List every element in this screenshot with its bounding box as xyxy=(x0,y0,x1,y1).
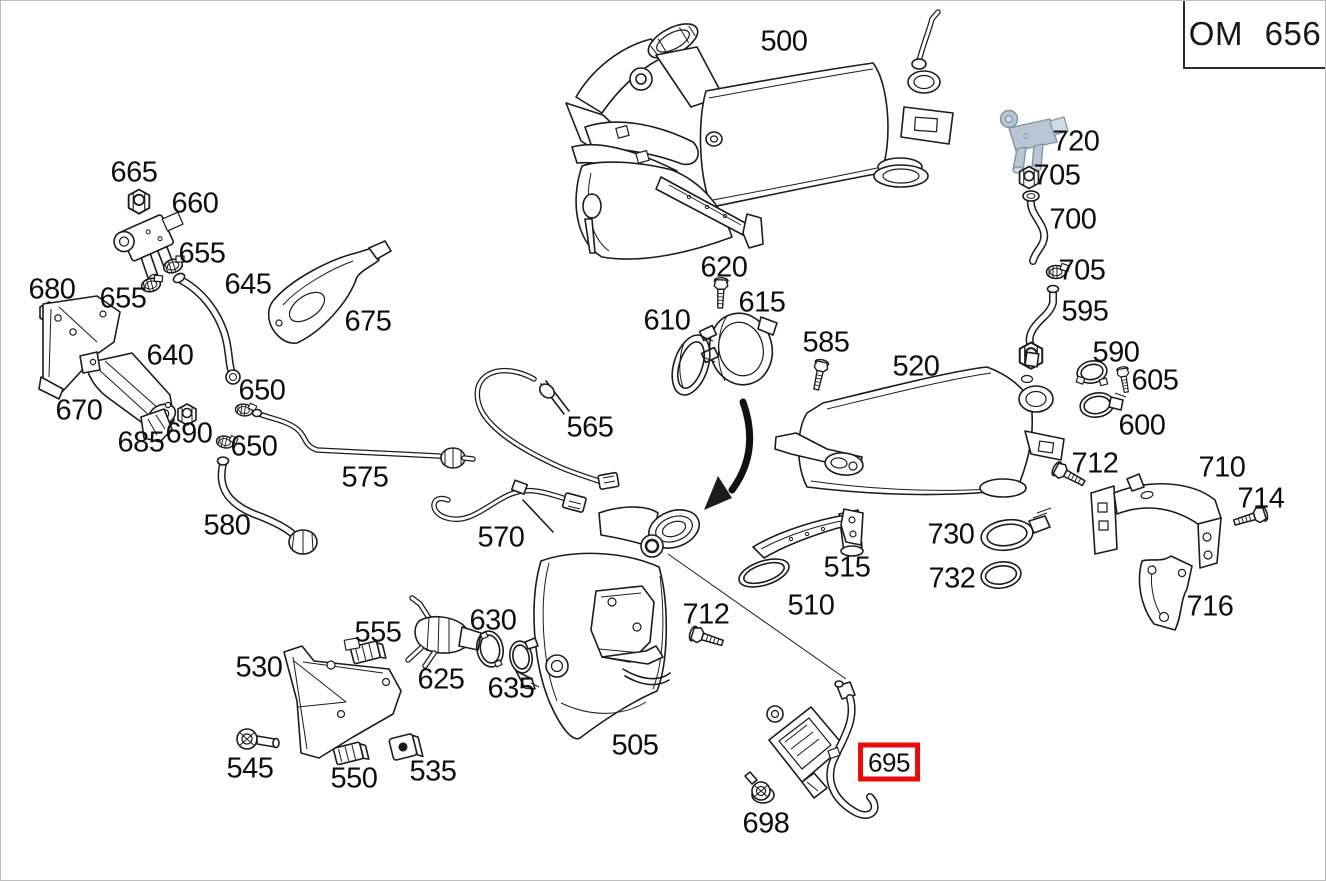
part-label-675[interactable]: 675 xyxy=(344,305,392,338)
part-label-620[interactable]: 620 xyxy=(700,251,748,284)
part-label-530[interactable]: 530 xyxy=(235,651,283,684)
part-label-535[interactable]: 535 xyxy=(409,755,457,788)
part-520-art xyxy=(774,351,1065,557)
part-label-585[interactable]: 585 xyxy=(802,326,850,359)
part-600-art xyxy=(1079,392,1127,418)
part-label-630[interactable]: 630 xyxy=(469,604,517,637)
part-label-500[interactable]: 500 xyxy=(760,25,808,58)
part-label-580[interactable]: 580 xyxy=(203,509,251,542)
part-label-555[interactable]: 555 xyxy=(354,616,402,649)
part-label-720[interactable]: 720 xyxy=(1052,125,1100,158)
part-645-art xyxy=(172,272,241,385)
part-685-art xyxy=(140,408,173,443)
part-label-510[interactable]: 510 xyxy=(787,589,835,622)
part-590-art xyxy=(1075,359,1109,387)
part-label-698[interactable]: 698 xyxy=(742,807,790,840)
part-label-570[interactable]: 570 xyxy=(477,521,525,554)
part-label-660[interactable]: 660 xyxy=(171,187,219,220)
part-630-art xyxy=(476,630,504,668)
part-label-705[interactable]: 705 xyxy=(1058,254,1106,287)
part-530-art xyxy=(283,637,402,759)
part-label-590[interactable]: 590 xyxy=(1092,336,1140,369)
part-615-art xyxy=(698,312,778,386)
part-label-650[interactable]: 650 xyxy=(238,374,286,407)
part-label-520[interactable]: 520 xyxy=(892,350,940,383)
part-label-575[interactable]: 575 xyxy=(341,461,389,494)
part-720-art xyxy=(999,109,1069,174)
part-515-art xyxy=(752,508,864,559)
part-label-600[interactable]: 600 xyxy=(1118,409,1166,442)
part-730-art xyxy=(980,507,1052,552)
part-695-art xyxy=(766,680,879,819)
part-565-art xyxy=(474,368,620,490)
part-label-690[interactable]: 690 xyxy=(165,417,213,450)
part-550-art xyxy=(332,741,370,766)
part-575-art xyxy=(251,408,476,469)
part-label-712[interactable]: 712 xyxy=(1071,447,1119,480)
part-label-710[interactable]: 710 xyxy=(1198,451,1246,484)
part-label-505[interactable]: 505 xyxy=(611,729,659,762)
part-label-730[interactable]: 730 xyxy=(927,518,975,551)
part-635-art xyxy=(509,637,540,690)
part-label-625[interactable]: 625 xyxy=(417,663,465,696)
part-640-art xyxy=(38,295,121,400)
part-700-art xyxy=(1022,190,1049,265)
part-625-art xyxy=(405,595,482,669)
part-716-art xyxy=(1138,555,1193,631)
part-660-art xyxy=(113,211,184,282)
part-675-art xyxy=(267,240,392,344)
part-698-art xyxy=(744,771,775,804)
part-580-art xyxy=(216,456,318,555)
part-500-art xyxy=(565,9,954,260)
model-code-text: OM 656 xyxy=(1188,15,1322,52)
part-label-695-highlighted[interactable]: 695 xyxy=(858,742,920,782)
part-732-art xyxy=(980,561,1022,589)
part-label-655[interactable]: 655 xyxy=(178,237,226,270)
part-label-515[interactable]: 515 xyxy=(823,551,871,584)
part-label-610[interactable]: 610 xyxy=(643,304,691,337)
part-label-650[interactable]: 650 xyxy=(230,430,278,463)
part-label-595[interactable]: 595 xyxy=(1061,295,1109,328)
part-535-art xyxy=(388,733,424,761)
part-710-art xyxy=(1090,473,1222,569)
part-label-716[interactable]: 716 xyxy=(1186,590,1234,623)
part-label-550[interactable]: 550 xyxy=(330,762,378,795)
part-label-605[interactable]: 605 xyxy=(1131,364,1179,397)
part-label-732[interactable]: 732 xyxy=(928,562,976,595)
part-label-655[interactable]: 655 xyxy=(99,282,147,315)
part-label-635[interactable]: 635 xyxy=(487,672,535,705)
part-label-700[interactable]: 700 xyxy=(1049,203,1097,236)
part-label-705[interactable]: 705 xyxy=(1033,159,1081,192)
part-label-640[interactable]: 640 xyxy=(146,339,194,372)
part-665-art xyxy=(127,188,151,215)
part-570-art xyxy=(431,479,587,533)
model-code-box: OM 656 xyxy=(1183,1,1325,69)
part-505-art xyxy=(533,506,847,740)
part-595-art xyxy=(1018,284,1060,370)
part-545-art xyxy=(236,728,280,750)
part-510-art xyxy=(738,558,790,588)
part-label-645[interactable]: 645 xyxy=(224,268,272,301)
flow-arrow xyxy=(704,398,754,510)
part-label-665[interactable]: 665 xyxy=(110,156,158,189)
part-label-680[interactable]: 680 xyxy=(28,273,76,306)
part-label-615[interactable]: 615 xyxy=(738,286,786,319)
part-610-art xyxy=(671,334,711,396)
part-label-545[interactable]: 545 xyxy=(226,752,274,785)
part-label-565[interactable]: 565 xyxy=(566,411,614,444)
part-label-714[interactable]: 714 xyxy=(1237,482,1285,515)
part-label-670[interactable]: 670 xyxy=(55,394,103,427)
part-label-712[interactable]: 712 xyxy=(682,598,730,631)
part-585-art xyxy=(808,357,830,392)
part-label-685[interactable]: 685 xyxy=(117,426,165,459)
part-605-art xyxy=(1115,365,1133,394)
